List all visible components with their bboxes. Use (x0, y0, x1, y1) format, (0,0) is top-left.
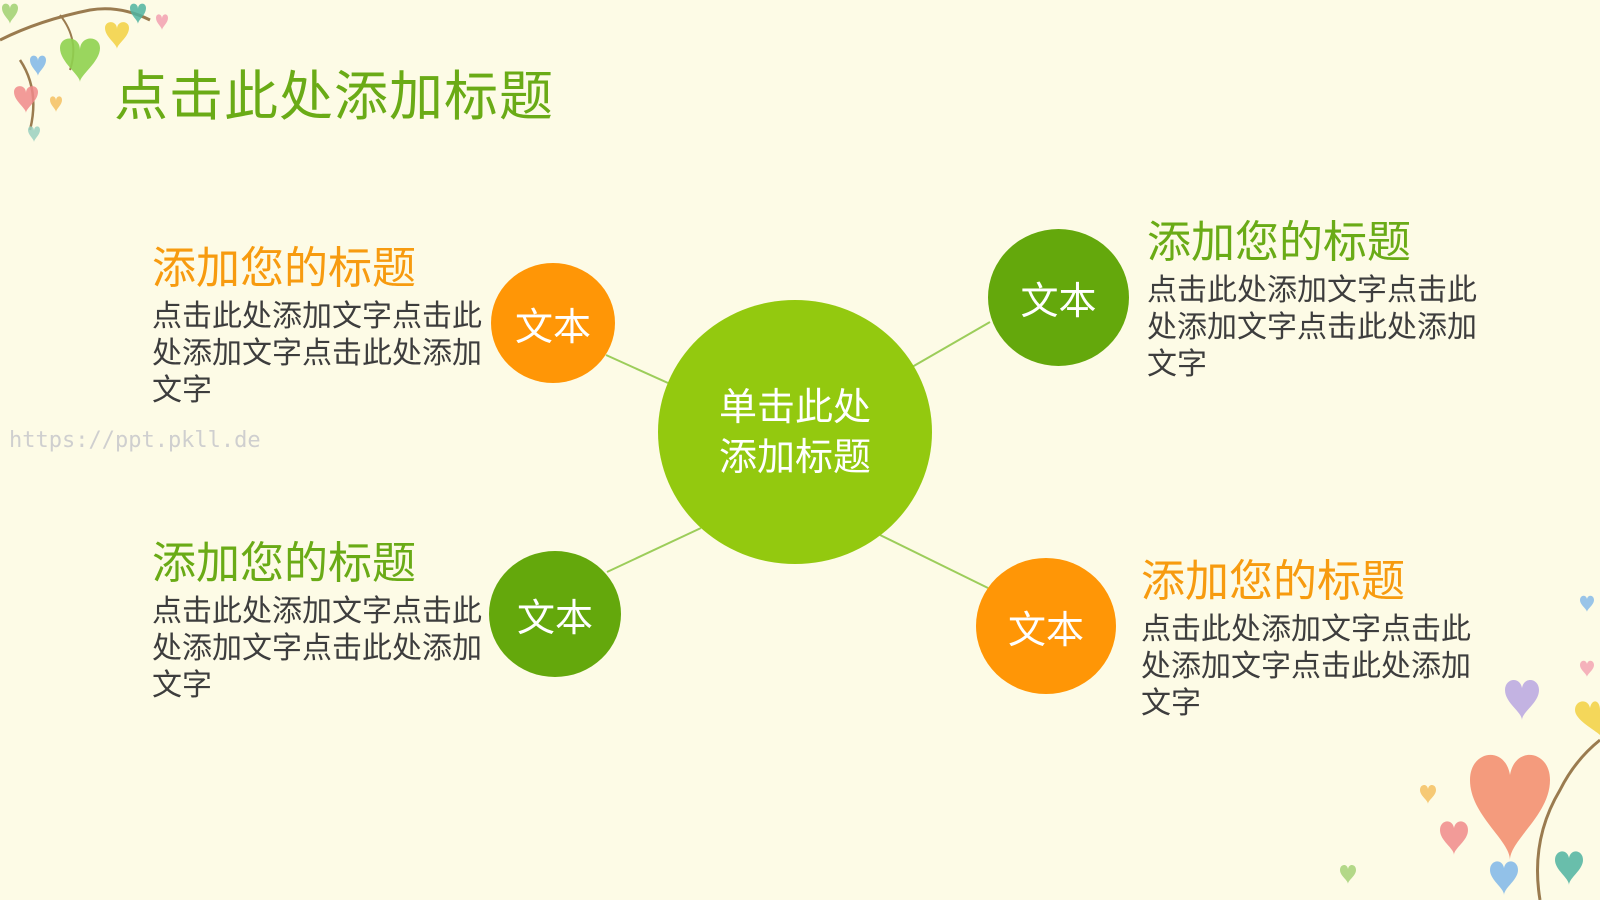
connector-top-right (911, 321, 991, 368)
body-bottom-right[interactable]: 点击此处添加文字点击此处添加文字点击此处添加文字 (1141, 612, 1471, 721)
heading-bottom-left[interactable]: 添加您的标题 (152, 538, 416, 589)
node-top-right-circle[interactable]: 文本 (988, 229, 1129, 366)
center-topic-line1: 单击此处 (718, 385, 871, 429)
node-bottom-right-circle[interactable]: 文本 (976, 558, 1116, 694)
connector-top-left (605, 354, 669, 384)
text-block-bottom-left: 添加您的标题 点击此处添加文字点击此处添加文字点击此处添加文字 (152, 537, 482, 704)
node-top-left-circle[interactable]: 文本 (491, 263, 615, 383)
node-bottom-right-label: 文本 (1007, 607, 1084, 652)
heading-top-left[interactable]: 添加您的标题 (152, 243, 416, 294)
center-topic-line2: 添加标题 (718, 435, 871, 479)
watermark-url: https://ppt.pkll.de (9, 428, 261, 453)
body-top-left[interactable]: 点击此处添加文字点击此处添加文字点击此处添加文字 (152, 299, 482, 408)
text-block-bottom-right: 添加您的标题 点击此处添加文字点击此处添加文字点击此处添加文字 (1141, 555, 1471, 722)
page-title[interactable]: 点击此处添加标题 (114, 65, 554, 128)
body-bottom-left[interactable]: 点击此处添加文字点击此处添加文字点击此处添加文字 (152, 594, 482, 703)
body-top-right[interactable]: 点击此处添加文字点击此处添加文字点击此处添加文字 (1147, 273, 1477, 382)
node-top-left-label: 文本 (514, 304, 591, 349)
node-bottom-left-label: 文本 (516, 595, 593, 640)
connector-bottom-left (606, 527, 702, 573)
text-block-top-right: 添加您的标题 点击此处添加文字点击此处添加文字点击此处添加文字 (1147, 216, 1477, 383)
node-bottom-left-circle[interactable]: 文本 (489, 551, 621, 677)
text-block-top-left: 添加您的标题 点击此处添加文字点击此处添加文字点击此处添加文字 (152, 242, 482, 409)
connector-bottom-right (879, 534, 989, 589)
node-top-right-label: 文本 (1020, 279, 1097, 323)
center-topic-circle[interactable]: 单击此处 添加标题 (658, 300, 932, 564)
heading-top-right[interactable]: 添加您的标题 (1147, 217, 1411, 268)
heading-bottom-right[interactable]: 添加您的标题 (1141, 556, 1405, 607)
